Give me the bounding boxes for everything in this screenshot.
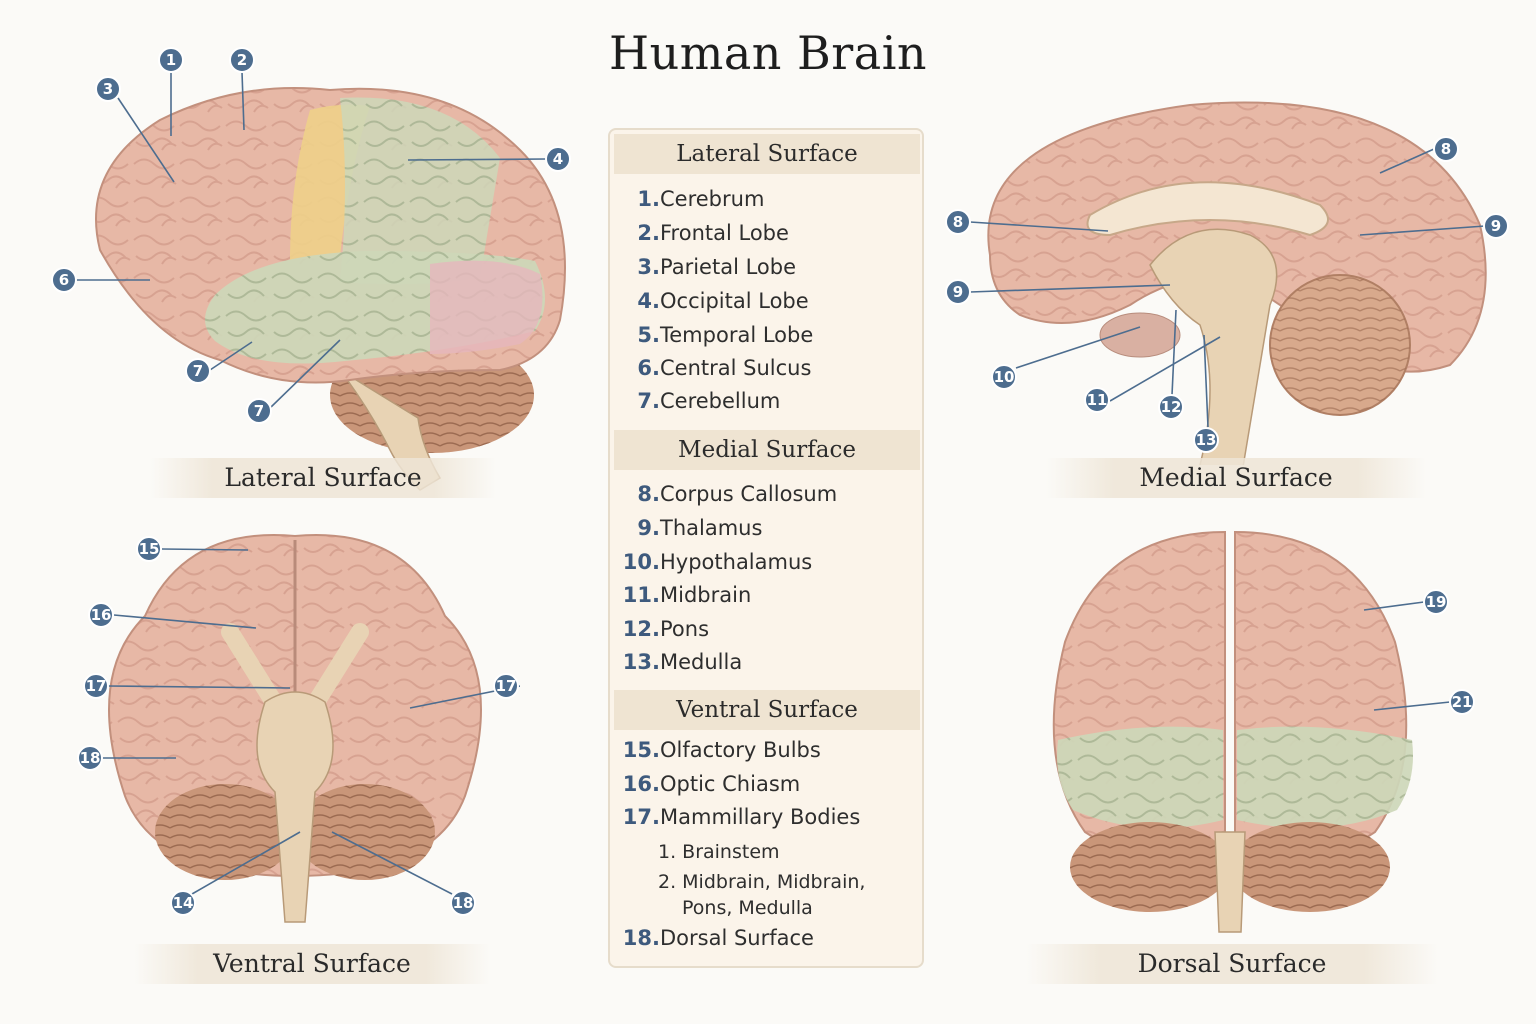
- svg-text:18: 18: [453, 894, 474, 912]
- legend-subitem: 2. Midbrain, Midbrain,: [658, 871, 866, 893]
- callout-marker[interactable]: 10: [991, 364, 1017, 390]
- page-title: Human Brain: [608, 26, 928, 80]
- svg-text:16: 16: [91, 606, 112, 624]
- legend-item: 11.Midbrain: [622, 583, 752, 607]
- callout-marker[interactable]: 17: [493, 673, 519, 699]
- callout-marker[interactable]: 2: [229, 47, 255, 73]
- svg-text:3: 3: [103, 80, 113, 98]
- callout-marker[interactable]: 12: [1158, 394, 1184, 420]
- callout-marker[interactable]: 8: [1433, 136, 1459, 162]
- legend-item: 9.Thalamus: [637, 516, 763, 540]
- callout-marker[interactable]: 7: [246, 398, 272, 424]
- legend-item: 1.Cerebrum: [637, 187, 765, 211]
- legend-item: 7.Cerebellum: [637, 389, 781, 413]
- legend-heading-ventral: Ventral Surface: [614, 690, 920, 730]
- callout-marker[interactable]: 18: [450, 890, 476, 916]
- callout-marker[interactable]: 19: [1423, 589, 1449, 615]
- legend-item: 10.Hypothalamus: [622, 550, 813, 574]
- callout-marker[interactable]: 11: [1084, 387, 1110, 413]
- ventral-leader-lines: [102, 548, 520, 895]
- callout-marker[interactable]: 1: [158, 47, 184, 73]
- legend-item: 18.Dorsal Surface: [622, 926, 814, 950]
- lateral-leader-lines: [76, 71, 547, 409]
- legend-item: 6.Central Sulcus: [637, 356, 812, 380]
- callout-marker[interactable]: 6: [51, 267, 77, 293]
- ventral-brain-illustration: [102, 534, 520, 923]
- ventral-brainstem-shape: [256, 691, 334, 923]
- legend-heading-lateral: Lateral Surface: [614, 134, 920, 174]
- medial-brainstem-shape: [1149, 228, 1278, 465]
- medial-callouts: 8 8 9 9 10 11 12 13: [945, 136, 1509, 453]
- callout-marker[interactable]: 4: [545, 146, 571, 172]
- legend-item: 2.Frontal Lobe: [637, 221, 789, 245]
- dorsal-leader-lines: [1363, 601, 1451, 711]
- svg-text:14: 14: [173, 894, 194, 912]
- lateral-view-panel: 1 2 3 4 6 7 7: [40, 40, 600, 510]
- callout-marker[interactable]: 13: [1193, 427, 1219, 453]
- legend-subitem: 1. Brainstem: [658, 841, 780, 863]
- medial-leader-lines: [969, 148, 1486, 428]
- legend-item: 16.Optic Chiasm: [622, 772, 801, 796]
- medial-view-panel: 8 8 9 9 10 11 12 13: [940, 95, 1520, 465]
- svg-text:1: 1: [166, 51, 176, 69]
- dorsal-brain-illustration: [1052, 530, 1451, 933]
- medial-brain-illustration: [969, 101, 1487, 465]
- svg-text:4: 4: [553, 150, 563, 168]
- legend-item: 13.Medulla: [622, 650, 743, 674]
- legend-item: 15.Olfactory Bulbs: [622, 738, 821, 762]
- svg-text:7: 7: [193, 362, 203, 380]
- callout-marker[interactable]: 8: [945, 209, 971, 235]
- ventral-caption: Ventral Surface: [134, 944, 490, 984]
- dorsal-view-panel: 19 21: [1030, 522, 1490, 942]
- legend-item: 17.Mammillary Bodies: [622, 805, 861, 829]
- dorsal-caption: Dorsal Surface: [1026, 944, 1438, 984]
- svg-text:9: 9: [1491, 217, 1501, 235]
- ventral-callouts: 15 16 17 17 18 14 18: [77, 536, 519, 916]
- callout-marker[interactable]: 14: [170, 890, 196, 916]
- svg-text:6: 6: [59, 271, 69, 289]
- callout-marker[interactable]: 16: [88, 602, 114, 628]
- svg-text:9: 9: [953, 283, 963, 301]
- legend-item: 4.Occipital Lobe: [637, 289, 809, 313]
- callout-marker[interactable]: 21: [1449, 689, 1475, 715]
- legend-item: 12.Pons: [622, 617, 710, 641]
- medial-caption: Medial Surface: [1046, 458, 1426, 498]
- svg-text:11: 11: [1087, 391, 1108, 409]
- ventral-view-panel: 15 16 17 17 18 14 18: [70, 522, 520, 942]
- callout-marker[interactable]: 17: [83, 673, 109, 699]
- callout-marker[interactable]: 9: [1483, 213, 1509, 239]
- svg-text:10: 10: [994, 368, 1015, 386]
- callout-marker[interactable]: 7: [185, 358, 211, 384]
- lateral-caption: Lateral Surface: [150, 458, 496, 498]
- svg-text:2: 2: [237, 51, 247, 69]
- svg-text:19: 19: [1426, 593, 1447, 611]
- svg-text:18: 18: [80, 749, 101, 767]
- legend-item: 8.Corpus Callosum: [637, 482, 838, 506]
- dorsal-callouts: 19 21: [1423, 589, 1475, 715]
- svg-text:17: 17: [86, 677, 107, 695]
- legend-item: 5.Temporal Lobe: [637, 323, 814, 347]
- lateral-brain-illustration: [76, 71, 566, 491]
- lateral-callouts: 1 2 3 4 6 7 7: [51, 47, 571, 424]
- svg-text:15: 15: [139, 540, 160, 558]
- svg-text:12: 12: [1161, 398, 1182, 416]
- legend-item: 3.Parietal Lobe: [637, 255, 797, 279]
- dorsal-brainstem-shape: [1214, 831, 1246, 933]
- legend-panel: Lateral Surface 1.Cerebrum 2.Frontal Lob…: [608, 128, 924, 968]
- svg-text:13: 13: [1196, 431, 1217, 449]
- svg-text:8: 8: [953, 213, 963, 231]
- callout-marker[interactable]: 15: [136, 536, 162, 562]
- callout-marker[interactable]: 3: [95, 76, 121, 102]
- svg-text:7: 7: [254, 402, 264, 420]
- svg-text:21: 21: [1452, 693, 1473, 711]
- callout-marker[interactable]: 9: [945, 279, 971, 305]
- corpus-callosum-shape: [1086, 181, 1329, 237]
- svg-text:17: 17: [496, 677, 517, 695]
- legend-subitem: Pons, Medulla: [682, 897, 813, 919]
- callout-marker[interactable]: 18: [77, 745, 103, 771]
- svg-text:8: 8: [1441, 140, 1451, 158]
- legend-heading-medial: Medial Surface: [614, 430, 920, 470]
